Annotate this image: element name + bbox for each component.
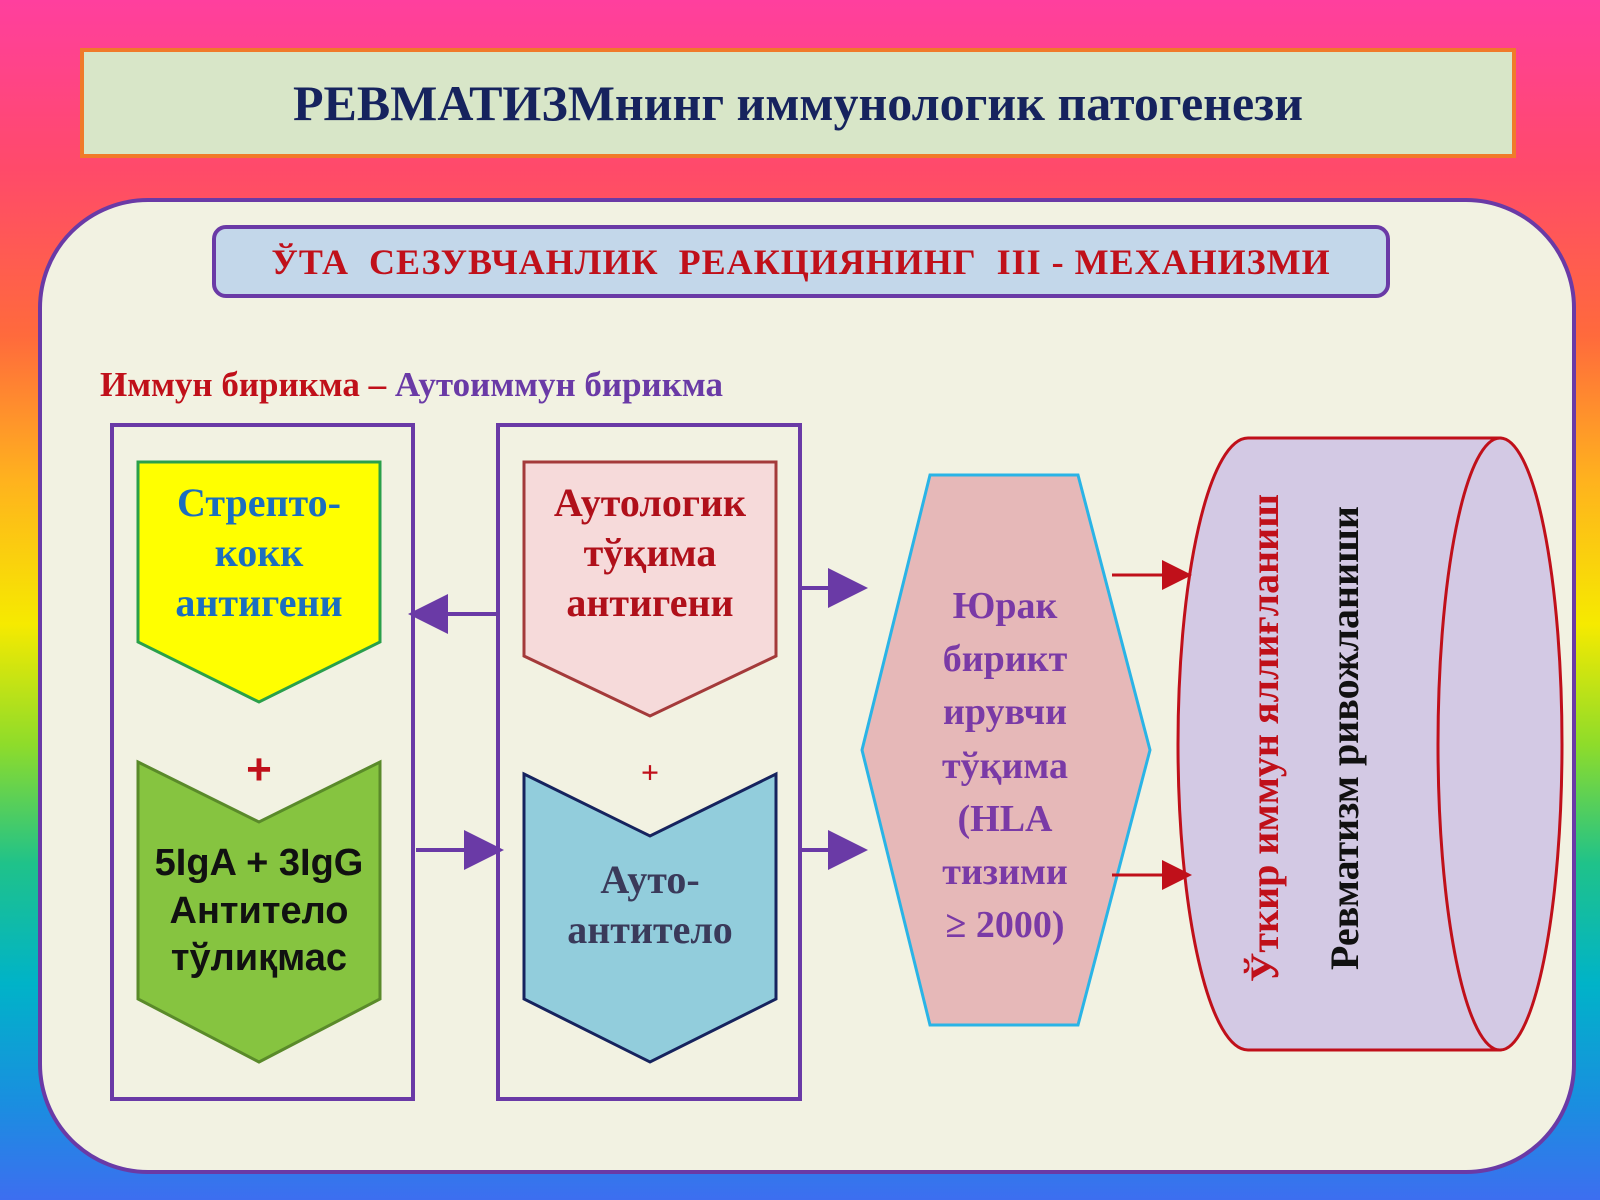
outcome-acute-inflammation: Ўткир иммун яллиғланиш xyxy=(1242,494,1287,982)
section-label: Иммун бирикма – Аутоиммун бирикма xyxy=(100,365,723,405)
autoantibody-shape xyxy=(522,771,778,1064)
title-bar: РЕВМАТИЗМнинг иммунологик патогенези xyxy=(80,48,1516,158)
section-label-autoimmune: Аутоиммун бирикма xyxy=(394,365,723,404)
section-label-immune: Иммун бирикма – xyxy=(100,365,395,404)
page-title: РЕВМАТИЗМнинг иммунологик патогенези xyxy=(292,75,1304,131)
streptococcus-antigen-label: Стрепто- кокк антигени xyxy=(175,480,343,625)
subtitle-box: ЎТА СЕЗУВЧАНЛИК РЕАКЦИЯНИНГ III - МЕХАНИ… xyxy=(212,225,1390,298)
left-column-frame xyxy=(110,423,415,1101)
autologous-antigen-shape xyxy=(522,460,778,718)
middle-plus-sign: + xyxy=(640,754,660,790)
antibody-shape xyxy=(136,759,382,1064)
outcome-cylinder-body xyxy=(1176,436,1502,1052)
antibody-label: 5IgA + 3IgG Антитело тўлиқмас xyxy=(154,842,364,979)
outcome-cylinder-cap xyxy=(1436,436,1564,1052)
heart-tissue-label: Юрак бирикт ирувчи тўқима (HLA тизими ≥ … xyxy=(941,585,1069,947)
autologous-antigen-label: Аутологик тўқима антигени xyxy=(553,480,747,625)
autoantibody-label: Ауто- антитело xyxy=(567,857,733,952)
left-plus-sign: + xyxy=(246,745,272,794)
outcome-rheumatism-development: Ревматизм ривожланиши xyxy=(1322,506,1367,970)
middle-column-frame xyxy=(496,423,802,1101)
subtitle: ЎТА СЕЗУВЧАНЛИК РЕАКЦИЯНИНГ III - МЕХАНИ… xyxy=(271,241,1331,282)
heart-tissue-shape xyxy=(860,473,1152,1027)
streptococcus-antigen-shape xyxy=(136,460,382,704)
